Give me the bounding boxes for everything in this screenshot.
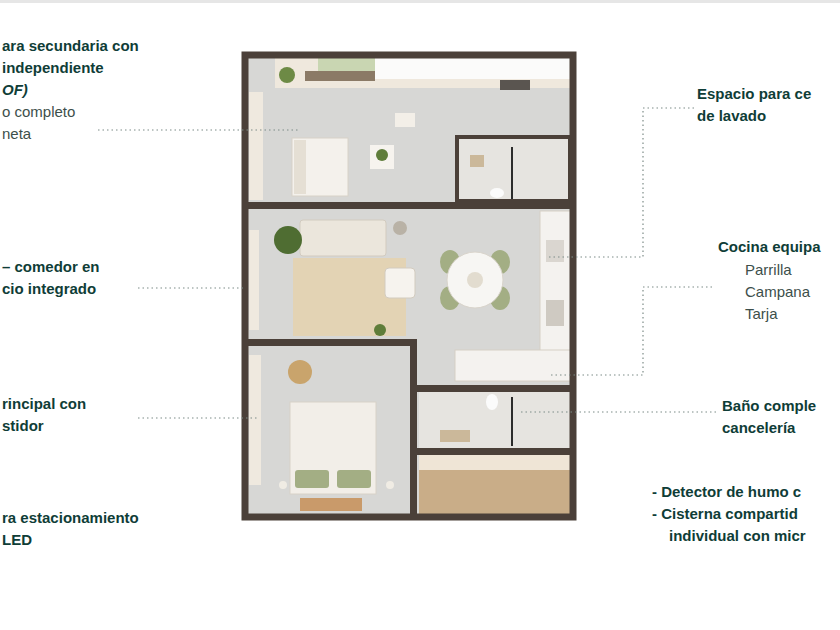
leader-line bbox=[548, 287, 712, 375]
plant bbox=[279, 67, 295, 83]
wardrobe bbox=[249, 355, 261, 485]
callout-text: ra estacionamiento LED bbox=[2, 507, 167, 551]
callout-text: o completo bbox=[2, 101, 75, 123]
chair bbox=[395, 113, 415, 127]
cabinets bbox=[375, 55, 570, 79]
plant bbox=[374, 324, 386, 336]
bathroom bbox=[457, 137, 570, 201]
leader-line bbox=[138, 417, 258, 418]
callout-text: Tarja bbox=[745, 303, 778, 325]
callout-text: rincipal con stidor bbox=[2, 393, 120, 437]
leader-line bbox=[548, 108, 694, 257]
pillow bbox=[337, 470, 371, 488]
table bbox=[370, 145, 394, 169]
lamp bbox=[386, 481, 394, 489]
sink bbox=[470, 155, 484, 167]
leader-line bbox=[98, 129, 300, 130]
vase bbox=[467, 272, 483, 288]
lamp bbox=[393, 221, 407, 235]
callout-text: Espacio para ce de lavado bbox=[697, 83, 825, 127]
pillow bbox=[295, 470, 329, 488]
floor bbox=[245, 55, 573, 517]
glass bbox=[511, 147, 513, 199]
leader-line bbox=[138, 287, 245, 288]
plant bbox=[274, 226, 302, 254]
top-band bbox=[0, 0, 840, 3]
wall bbox=[245, 339, 417, 346]
outer-wall bbox=[245, 55, 573, 517]
bathroom bbox=[419, 392, 571, 448]
ottoman bbox=[288, 360, 312, 384]
sink bbox=[546, 300, 564, 326]
callout-text: Baño comple cancelería bbox=[722, 395, 837, 439]
wall bbox=[417, 448, 573, 455]
rug bbox=[300, 498, 362, 511]
wall bbox=[410, 339, 417, 517]
sofa bbox=[300, 220, 386, 256]
leader-line bbox=[520, 411, 716, 412]
bed bbox=[290, 402, 376, 494]
toilet bbox=[490, 188, 504, 198]
callout-text: neta bbox=[2, 123, 31, 145]
callout-text: – comedor en cio integrado bbox=[2, 256, 120, 300]
vanity bbox=[440, 430, 470, 442]
floor-wood bbox=[419, 470, 571, 515]
wardrobe bbox=[249, 92, 263, 200]
glass bbox=[511, 397, 513, 446]
toilet bbox=[486, 394, 498, 410]
leaders bbox=[98, 108, 716, 418]
shelf bbox=[305, 71, 375, 81]
lamp bbox=[279, 481, 287, 489]
callout-text: - Cisterna compartid individual con micr bbox=[652, 503, 837, 547]
armchair bbox=[385, 268, 415, 298]
parking-space bbox=[419, 455, 571, 515]
dining-table bbox=[447, 252, 503, 308]
callout-text: OF) bbox=[2, 79, 28, 101]
pillow bbox=[294, 140, 306, 194]
callout-text: Campana bbox=[745, 281, 810, 303]
callout-text: Cocina equipa bbox=[718, 236, 821, 258]
stove bbox=[546, 240, 564, 262]
appliance bbox=[500, 80, 530, 90]
callout-text: - Detector de humo c bbox=[652, 481, 801, 503]
bed bbox=[292, 138, 348, 196]
wall bbox=[417, 385, 573, 392]
kitchen-counter bbox=[455, 350, 571, 381]
shelf bbox=[249, 230, 259, 330]
callout-text: Parrilla bbox=[745, 259, 792, 281]
callout-text: ara secundaria con independiente bbox=[2, 35, 174, 79]
wall bbox=[245, 202, 573, 209]
plant bbox=[376, 149, 388, 161]
